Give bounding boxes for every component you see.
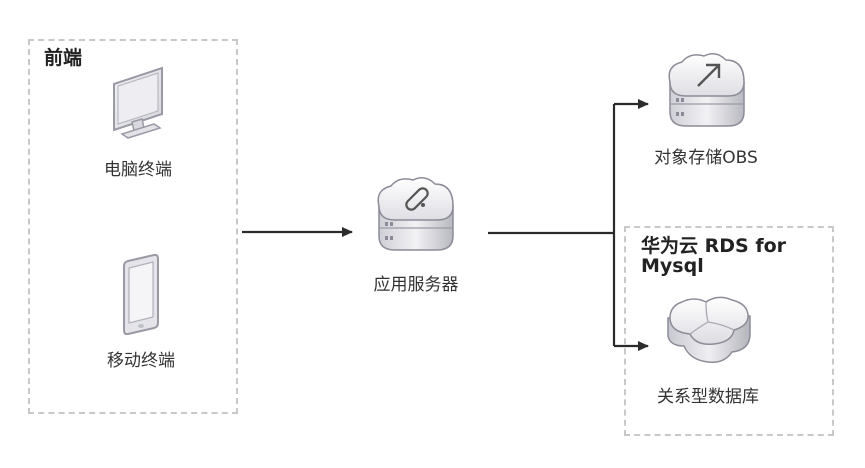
mobile-terminal-label: 移动终端: [107, 351, 175, 371]
pc-terminal-label: 电脑终端: [104, 160, 172, 180]
obs-label: 对象存储OBS: [654, 148, 758, 168]
object-storage-icon: [668, 53, 745, 127]
rds-group: [624, 226, 834, 436]
database-cluster-icon: [667, 296, 751, 364]
monitor-icon: [113, 66, 163, 139]
app-server-label: 应用服务器: [373, 275, 459, 295]
server-cloud-icon: [377, 177, 454, 251]
frontend-group: [28, 39, 238, 414]
relational-db-label: 关系型数据库: [657, 387, 759, 407]
rds-group-title-line1: 华为云 RDS for: [641, 235, 787, 257]
rds-group-title-line2: Mysql: [641, 255, 704, 277]
frontend-group-title: 前端: [44, 47, 83, 69]
mobile-phone-icon: [123, 253, 159, 335]
